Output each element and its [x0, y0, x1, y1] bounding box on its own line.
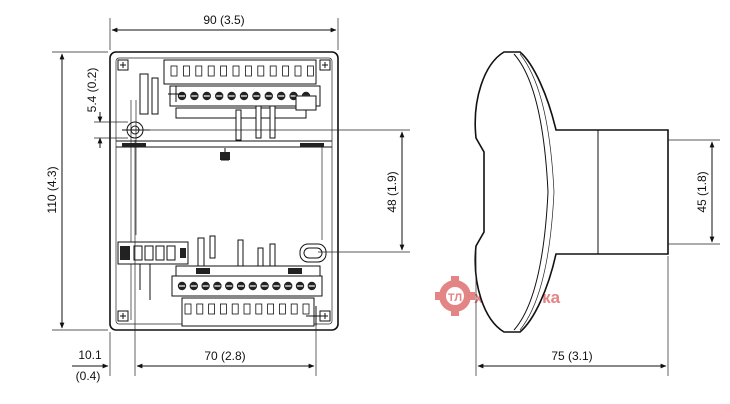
bottom-terminal-pin [302, 303, 310, 315]
top-terminal-pin [182, 65, 190, 77]
bottom-terminal-pin [243, 303, 251, 315]
top-terminal-pin [257, 65, 265, 77]
front-band-clip-left [122, 143, 146, 147]
bottom-terminal-pin [208, 303, 216, 315]
top-terminal-pin [207, 65, 215, 77]
bottom-terminal-pin [219, 303, 227, 315]
bottom-terminal-pin [278, 303, 286, 315]
side-front-curve [513, 53, 549, 331]
side-housing-outline [474, 51, 669, 333]
top-terminal-pin [244, 65, 252, 77]
front-dimensions: 90 (3.5) 110 (4.3) 5.4 (0.2) 48 (1.9) 70… [45, 13, 410, 383]
dim-side-step-label: 45 (1.8) [695, 171, 709, 212]
dim-width-label: 90 (3.5) [203, 13, 244, 27]
front-view [109, 51, 339, 331]
bottom-terminal-pin [196, 303, 204, 315]
corner-screw-bottom-left [117, 310, 129, 322]
top-terminal-pin [220, 65, 228, 77]
top-terminal-pin [306, 65, 314, 77]
corner-screw-top-right [319, 59, 331, 71]
dim-height-label: 110 (4.3) [45, 166, 59, 213]
bottom-mid-components [197, 235, 327, 275]
bottom-terminal-pin [255, 303, 263, 315]
top-terminal-pin [195, 65, 203, 77]
top-terminal-pin [282, 65, 290, 77]
watermark-logo: ТЛ [448, 292, 462, 304]
mount-crosshair-bottom [306, 306, 326, 326]
dim-small-label: 5.4 (0.2) [85, 68, 99, 113]
bottom-terminal-pin [184, 303, 192, 315]
bottom-terminal-block [171, 265, 323, 327]
mount-crosshair-top [168, 86, 184, 102]
bottom-terminal-pin [290, 303, 298, 315]
corner-screw-top-left [117, 59, 129, 71]
side-view: 45 (1.8) 75 (3.1) [474, 51, 720, 376]
bottom-terminal-pin [231, 303, 239, 315]
top-terminal-pins [170, 65, 314, 77]
dim-offset-inch: (0.4) [76, 369, 101, 383]
dim-offset-value: 10.1 [78, 348, 102, 362]
dim-hole-span-label: 70 (2.8) [204, 349, 245, 363]
top-terminal-pin [170, 65, 178, 77]
dim-depth-label: 75 (3.1) [551, 349, 592, 363]
top-terminal-pin [232, 65, 240, 77]
watermark-gear-icon [435, 276, 475, 316]
top-terminal-screws [177, 91, 311, 101]
dim-mount-span-label: 48 (1.9) [385, 171, 399, 212]
mid-components [235, 95, 317, 141]
bottom-terminal-screws [177, 281, 316, 291]
front-band-clip-right [300, 143, 324, 147]
top-terminal-pin [269, 65, 277, 77]
top-terminal-pin [294, 65, 302, 77]
centre-component [220, 148, 230, 161]
bottom-terminal-pins [184, 303, 310, 315]
bottom-left-connector [117, 241, 189, 300]
bottom-terminal-pin [267, 303, 275, 315]
